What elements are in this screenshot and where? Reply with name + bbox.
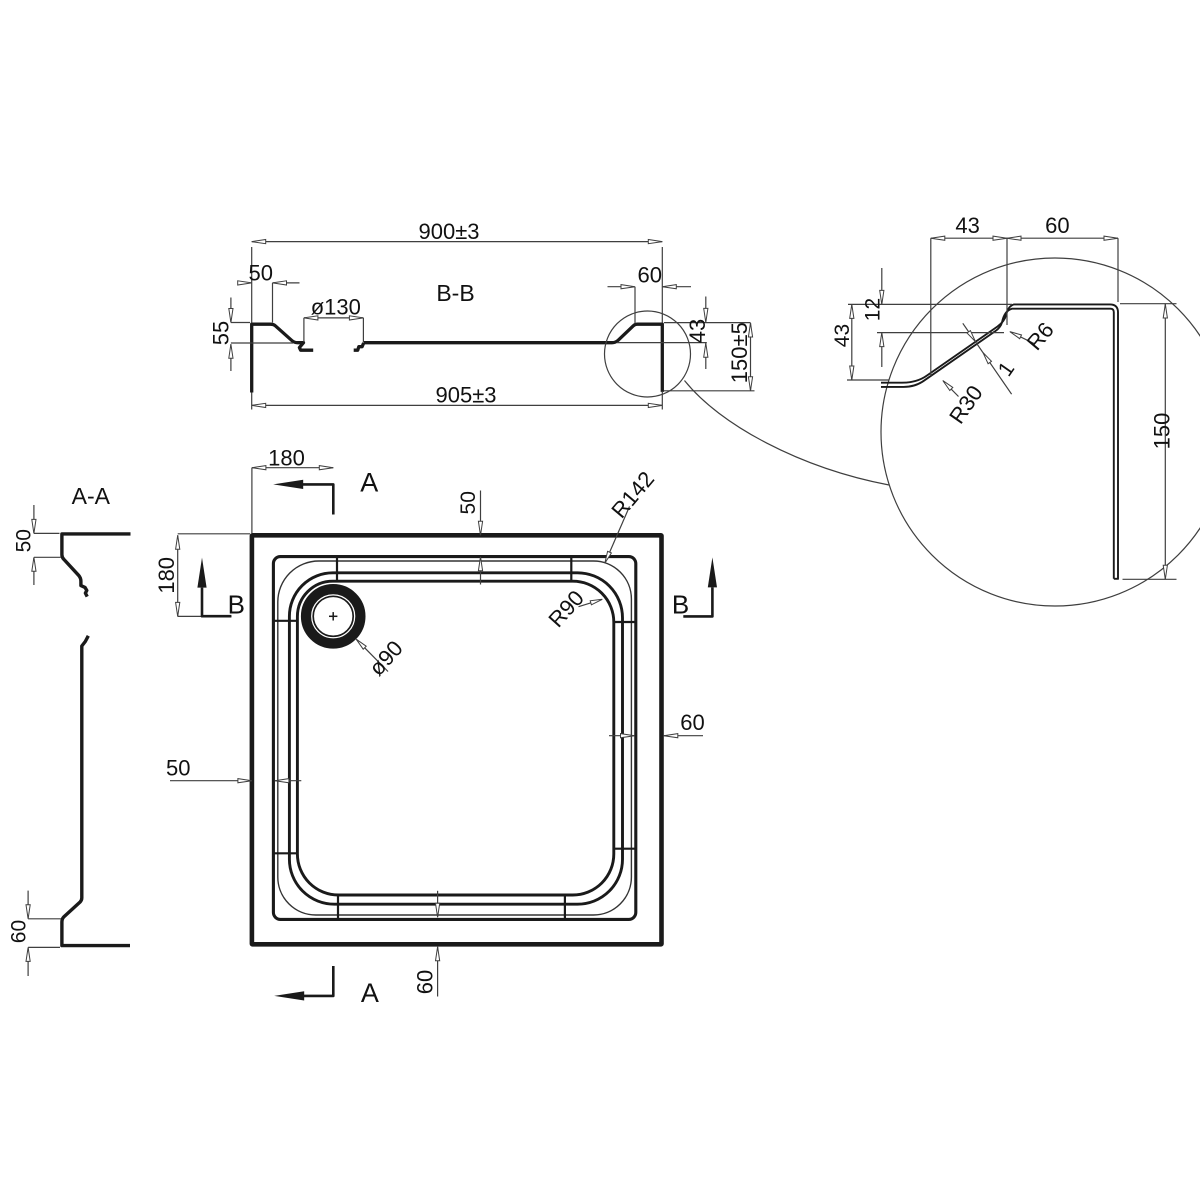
svg-text:150±5: 150±5 xyxy=(727,322,752,383)
svg-text:60: 60 xyxy=(412,970,437,994)
svg-text:50: 50 xyxy=(249,261,273,286)
svg-text:900±3: 900±3 xyxy=(418,219,479,244)
svg-text:B: B xyxy=(672,590,689,620)
svg-text:B-B: B-B xyxy=(436,280,474,306)
svg-text:A-A: A-A xyxy=(72,483,111,509)
svg-text:50: 50 xyxy=(12,529,35,552)
svg-text:60: 60 xyxy=(680,710,704,735)
svg-text:B: B xyxy=(228,590,245,620)
svg-text:50: 50 xyxy=(166,755,190,780)
svg-text:43: 43 xyxy=(955,213,979,238)
svg-text:50: 50 xyxy=(457,491,480,514)
svg-text:180: 180 xyxy=(154,557,179,594)
svg-text:150: 150 xyxy=(1149,413,1174,450)
svg-text:12: 12 xyxy=(861,298,884,321)
svg-text:180: 180 xyxy=(268,446,305,471)
svg-text:905±3: 905±3 xyxy=(435,383,496,408)
svg-text:A: A xyxy=(361,978,379,1008)
svg-text:55: 55 xyxy=(209,321,234,345)
svg-text:60: 60 xyxy=(1045,213,1069,238)
svg-text:60: 60 xyxy=(8,920,31,943)
svg-text:60: 60 xyxy=(638,263,662,288)
svg-text:43: 43 xyxy=(831,324,854,347)
svg-text:43: 43 xyxy=(685,319,710,343)
svg-text:ø130: ø130 xyxy=(311,295,361,320)
svg-text:A: A xyxy=(360,468,378,498)
